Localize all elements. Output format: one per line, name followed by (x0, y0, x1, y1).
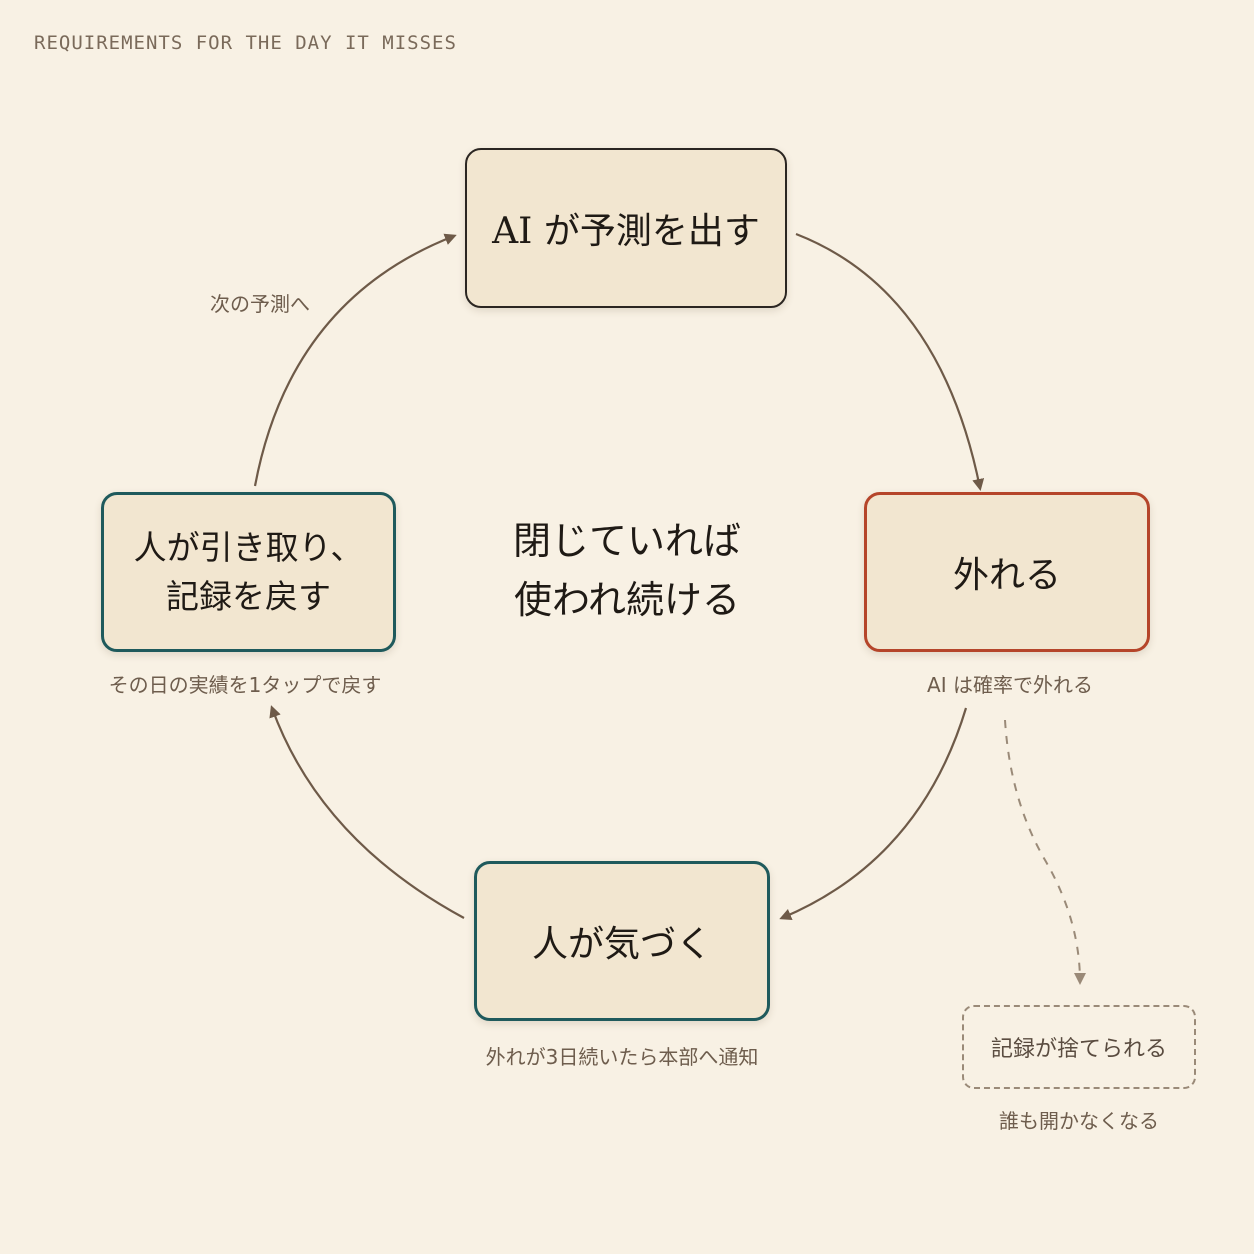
node-ai-predict: AI が予測を出す (465, 148, 787, 308)
center-message: 閉じていれば 使われ続ける (470, 512, 784, 630)
header-eyebrow: REQUIREMENTS FOR THE DAY IT MISSES (34, 32, 457, 54)
node-human-recovers-line1: 人が引き取り、 (133, 527, 364, 567)
arrow-recover-to-predict (253, 233, 457, 487)
node-ai-predict-label: AI が予測を出す (492, 211, 760, 252)
node-human-notices: 人が気づく (474, 861, 770, 1021)
node-record-discarded: 記録が捨てられる (962, 1005, 1196, 1089)
note-to-next-prediction: 次の予測へ (210, 292, 310, 316)
arrow-notice-to-recover (269, 705, 465, 919)
node-human-recovers: 人が引き取り、 記録を戻す (101, 492, 396, 652)
arrow-predict-to-miss (795, 232, 985, 491)
center-message-line2: 使われ続ける (513, 577, 741, 622)
note-notice: 外れが3日続いたら本部へ通知 (485, 1045, 759, 1069)
note-recover: その日の実績を1タップで戻す (108, 673, 382, 697)
arrow-miss-to-notice (779, 707, 968, 921)
node-human-notices-label: 人が気づく (531, 924, 712, 965)
note-miss: AI は確率で外れる (927, 673, 1093, 697)
arrow-miss-to-discard (1004, 719, 1086, 985)
node-miss: 外れる (864, 492, 1150, 652)
note-discard: 誰も開かなくなる (999, 1109, 1159, 1133)
node-record-discarded-label: 記録が捨てられる (990, 1037, 1167, 1062)
center-message-line1: 閉じていれば (512, 519, 741, 563)
node-miss-label: 外れる (952, 555, 1061, 596)
node-human-recovers-line2: 記録を戻す (166, 577, 331, 616)
